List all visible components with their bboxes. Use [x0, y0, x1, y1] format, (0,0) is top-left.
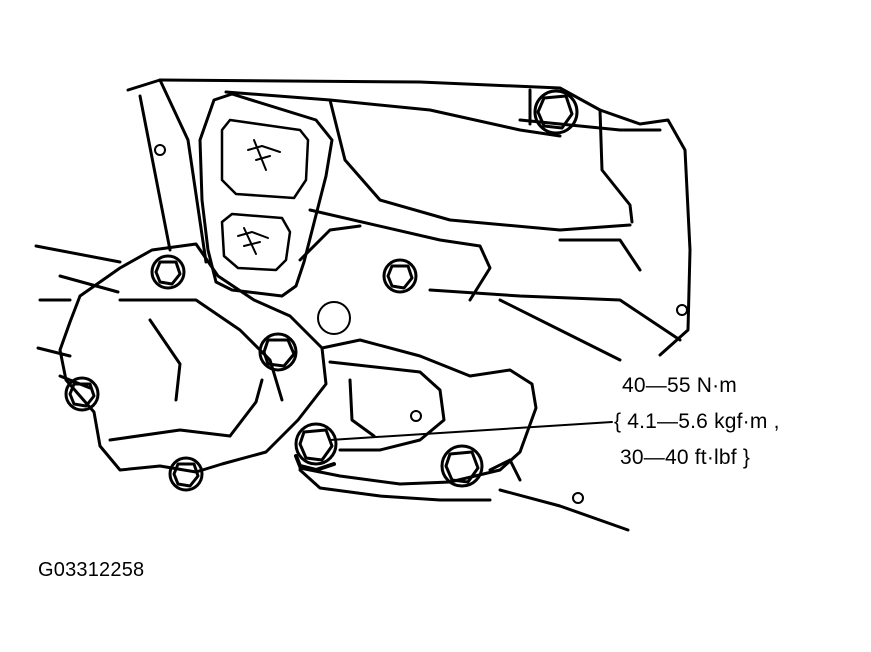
bolt-arm-right — [440, 444, 484, 488]
bolt-torque-target — [294, 422, 338, 472]
bolt-bracket-left — [64, 376, 100, 412]
engine-body-outline — [34, 78, 692, 532]
bolt-bracket-top-left — [150, 254, 186, 290]
insulator-pad — [198, 92, 334, 298]
mount-bracket — [58, 242, 328, 474]
bolt-bracket-bottom — [168, 456, 204, 492]
bolt-top-center — [533, 89, 579, 135]
figure-id: G03312258 — [38, 559, 145, 581]
mount-arm — [298, 338, 538, 502]
rivet-holes — [154, 144, 688, 504]
torque-spec-kgfm: { 4.1—5.6 kgf·m , — [614, 410, 780, 433]
torque-leader-line — [329, 421, 613, 441]
bolt-bracket-center — [258, 332, 298, 372]
bolt-upper-right — [382, 258, 418, 294]
torque-spec-nm: 40—55 N·m — [622, 374, 738, 397]
torque-spec-ftlbf: 30—40 ft·lbf } — [620, 446, 751, 469]
